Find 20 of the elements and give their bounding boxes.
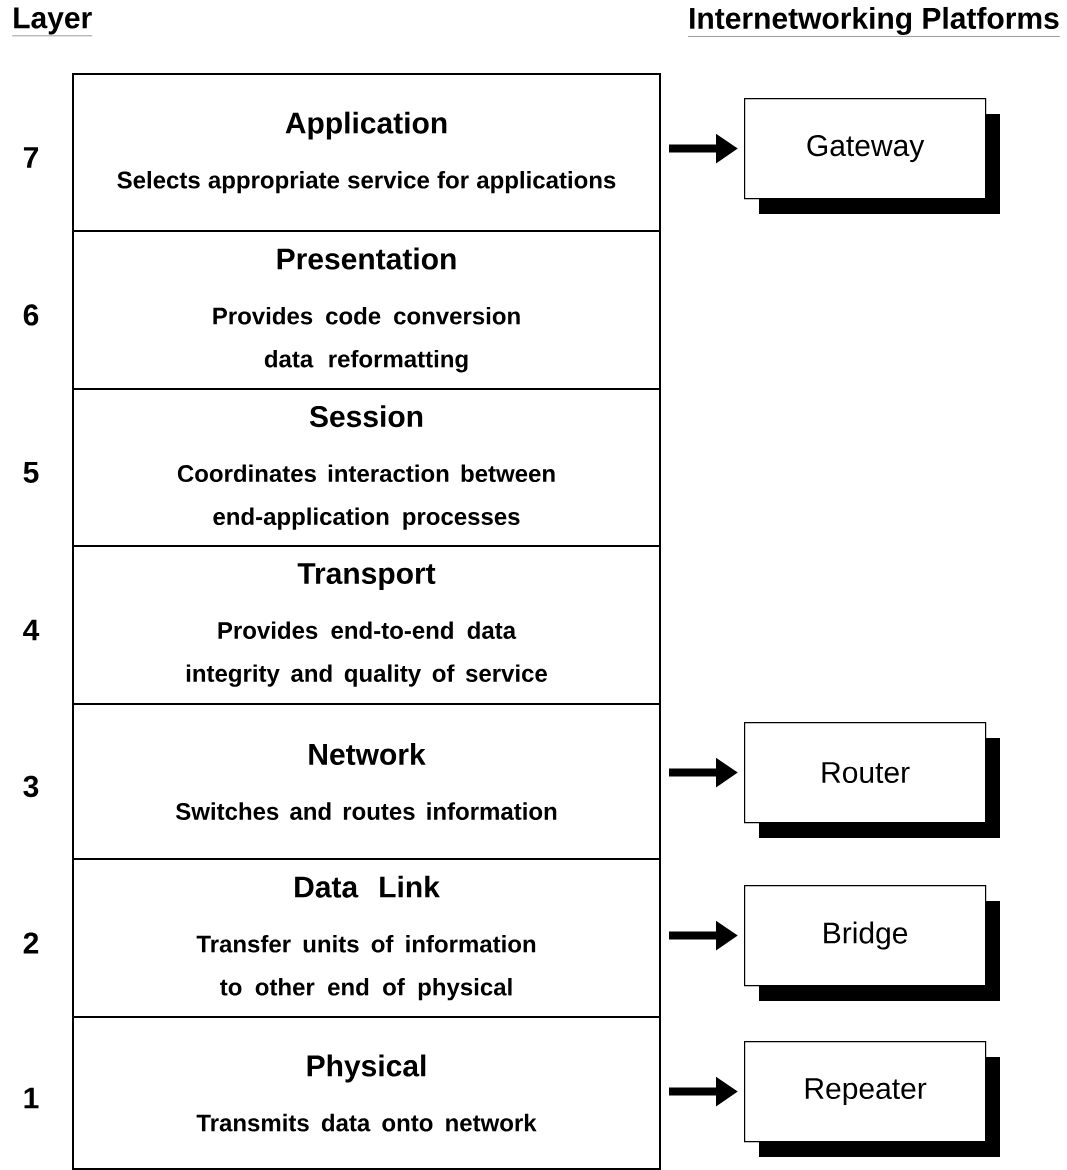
layer-number: 2 bbox=[23, 932, 39, 954]
layer-box: Network Switches and routes information bbox=[72, 703, 661, 860]
layer-box: Physical Transmits data onto network bbox=[72, 1016, 661, 1170]
layer-number: 4 bbox=[23, 619, 40, 641]
layer-box: Session Coordinates interaction between end-application processes bbox=[72, 388, 661, 547]
layer-number: 7 bbox=[23, 147, 39, 168]
layer-number: 5 bbox=[23, 462, 39, 483]
layer-box: Data Link Transfer units of information to other end of physical bbox=[72, 858, 661, 1018]
platform-box: Gateway bbox=[744, 98, 1000, 214]
platform-box: Repeater bbox=[744, 1041, 1000, 1157]
platform-box: Router bbox=[744, 722, 1000, 838]
layer-box: Application Selects appropriate service for applications bbox=[72, 73, 661, 232]
heading: Internetworking Platforms bbox=[687, 6, 1060, 37]
layer-number: 3 bbox=[23, 775, 39, 798]
layer-number: 6 bbox=[23, 304, 39, 326]
heading: Layer bbox=[12, 7, 93, 36]
platform-box: Bridge bbox=[744, 885, 1000, 1001]
layer-number: 1 bbox=[24, 1087, 39, 1109]
layer-box: Transport Provides end-to-end data integrity and quality of service bbox=[72, 545, 661, 705]
layer-box: Presentation Provides code conversion data reformatting bbox=[72, 230, 661, 390]
